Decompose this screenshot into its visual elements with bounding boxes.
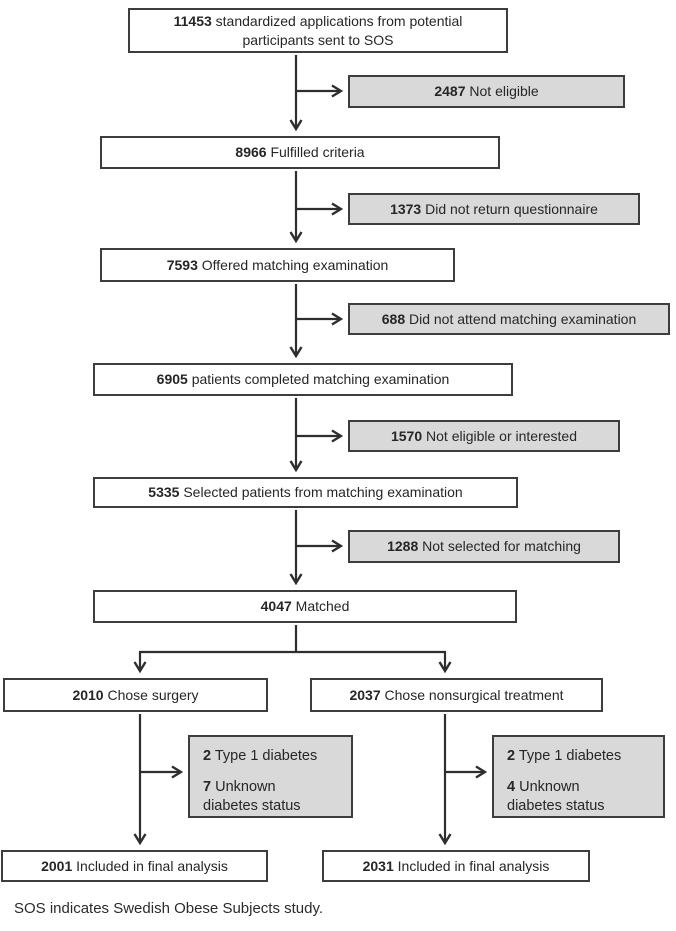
exclusion-diabetes-nonsurgical-text: 2 Type 1 diabetes 4 Unknown diabetes stat… [507,747,621,817]
exclusion-diabetes-surgery: 2 Type 1 diabetes 7 Unknown diabetes stat… [188,735,353,818]
exclusion-no-attend: 688 Did not attend matching examination [348,303,670,335]
box-final-nonsurgical-label: Included in final analysis [397,857,550,874]
exclusion-not-selected: 1288 Not selected for matching [348,530,620,563]
exclusion-diabetes-nonsurgical-unknown-count: 4 [507,778,516,795]
box-chose-surgery: 2010 Chose surgery [3,678,268,712]
box-chose-nonsurgical: 2037 Chose nonsurgical treatment [310,678,603,712]
box-fulfilled-criteria-text: 8966 Fulfilled criteria [235,143,364,161]
exclusion-diabetes-surgery-unknown-label1: Unknown [215,778,276,795]
box-fulfilled-criteria-label: Fulfilled criteria [270,144,365,161]
exclusion-no-questionnaire-label: Did not return questionnaire [425,200,598,217]
box-chose-surgery-count: 2010 [72,686,104,703]
exclusion-no-attend-count: 688 [381,310,406,327]
box-applications-label: standardized applications from potential… [215,13,463,48]
exclusion-not-eligible-label: Not eligible [469,83,539,100]
exclusion-no-attend-label: Did not attend matching examination [409,310,637,327]
exclusion-not-selected-count: 1288 [387,538,419,555]
box-final-surgery-label: Included in final analysis [76,857,228,874]
exclusion-diabetes-nonsurgical-type1-count: 2 [507,748,516,764]
exclusion-diabetes-nonsurgical-type1-label: Type 1 diabetes [518,748,622,764]
exclusion-diabetes-surgery-type1-count: 2 [203,748,212,764]
box-offered-examination: 7593 Offered matching examination [100,248,455,282]
box-chose-nonsurgical-label: Chose nonsurgical treatment [384,686,564,703]
exclusion-not-eligible-count: 2487 [434,83,466,100]
box-final-nonsurgical: 2031 Included in final analysis [322,850,590,882]
exclusion-diabetes-surgery-line2: 7 Unknown diabetes status [203,778,317,817]
exclusion-no-questionnaire-text: 1373 Did not return questionnaire [390,200,598,218]
box-applications-text: 11453 standardized applications from pot… [138,12,498,49]
box-completed-examination-text: 6905 patients completed matching examina… [157,370,450,388]
box-selected-patients: 5335 Selected patients from matching exa… [93,477,518,508]
exclusion-not-interested-count: 1570 [390,427,423,444]
exclusion-diabetes-surgery-unknown-count: 7 [203,778,212,795]
exclusion-no-attend-text: 688 Did not attend matching examination [382,310,637,328]
exclusion-not-interested: 1570 Not eligible or interested [348,420,620,452]
box-selected-patients-text: 5335 Selected patients from matching exa… [148,483,462,501]
box-offered-examination-label: Offered matching examination [201,256,389,273]
box-chose-nonsurgical-text: 2037 Chose nonsurgical treatment [349,686,563,704]
exclusion-not-eligible: 2487 Not eligible [348,75,625,108]
box-chose-surgery-text: 2010 Chose surgery [72,686,198,704]
box-completed-examination-count: 6905 [156,371,188,388]
box-fulfilled-criteria-count: 8966 [235,144,267,161]
box-matched: 4047 Matched [93,590,517,623]
exclusion-no-questionnaire-count: 1373 [390,200,422,217]
exclusion-no-questionnaire: 1373 Did not return questionnaire [348,193,640,225]
exclusion-not-selected-text: 1288 Not selected for matching [387,537,581,555]
footnote: SOS indicates Swedish Obese Subjects stu… [14,900,324,917]
box-matched-count: 4047 [260,598,292,615]
exclusion-diabetes-surgery-unknown-label2: diabetes status [203,798,301,815]
box-final-surgery: 2001 Included in final analysis [1,850,268,882]
box-completed-examination: 6905 patients completed matching examina… [93,363,513,396]
box-offered-examination-text: 7593 Offered matching examination [167,256,389,274]
exclusion-not-interested-label: Not eligible or interested [426,427,578,444]
box-final-surgery-text: 2001 Included in final analysis [41,857,228,875]
box-offered-examination-count: 7593 [166,256,198,273]
box-fulfilled-criteria: 8966 Fulfilled criteria [100,136,500,169]
box-completed-examination-label: patients completed matching examination [191,371,450,388]
box-applications: 11453 standardized applications from pot… [128,8,508,53]
box-selected-patients-count: 5335 [148,484,180,501]
box-chose-nonsurgical-count: 2037 [349,686,381,703]
exclusion-diabetes-nonsurgical-line1: 2 Type 1 diabetes [507,747,621,767]
box-chose-surgery-label: Chose surgery [107,686,199,703]
box-selected-patients-label: Selected patients from matching examinat… [183,484,463,501]
exclusion-diabetes-nonsurgical-unknown-label2: diabetes status [507,798,605,815]
exclusion-not-eligible-text: 2487 Not eligible [434,82,538,100]
box-matched-label: Matched [295,598,350,615]
exclusion-diabetes-surgery-line1: 2 Type 1 diabetes [203,747,317,767]
exclusion-diabetes-nonsurgical: 2 Type 1 diabetes 4 Unknown diabetes stat… [492,735,665,818]
box-matched-text: 4047 Matched [261,597,350,615]
box-final-surgery-count: 2001 [41,857,73,874]
exclusion-diabetes-nonsurgical-line2: 4 Unknown diabetes status [507,778,621,817]
exclusion-diabetes-surgery-type1-label: Type 1 diabetes [214,748,318,764]
exclusion-not-selected-label: Not selected for matching [422,538,581,555]
box-final-nonsurgical-text: 2031 Included in final analysis [363,857,550,875]
exclusion-not-interested-text: 1570 Not eligible or interested [391,427,577,445]
exclusion-diabetes-nonsurgical-unknown-label1: Unknown [519,778,580,795]
box-applications-count: 11453 [173,13,212,30]
exclusion-diabetes-surgery-text: 2 Type 1 diabetes 7 Unknown diabetes stat… [203,747,317,817]
box-final-nonsurgical-count: 2031 [362,857,394,874]
